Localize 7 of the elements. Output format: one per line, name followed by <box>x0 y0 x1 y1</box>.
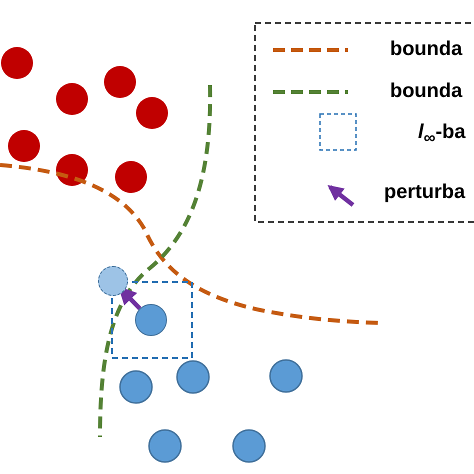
perturbed-point <box>98 266 128 296</box>
arrow <box>118 286 142 310</box>
legend-label: bounda <box>390 37 462 62</box>
legend-label: bounda <box>390 79 462 104</box>
data-point <box>135 304 167 336</box>
legend-label: perturba <box>384 180 466 205</box>
legend-label: l$_{∞}$-ba <box>418 120 466 149</box>
